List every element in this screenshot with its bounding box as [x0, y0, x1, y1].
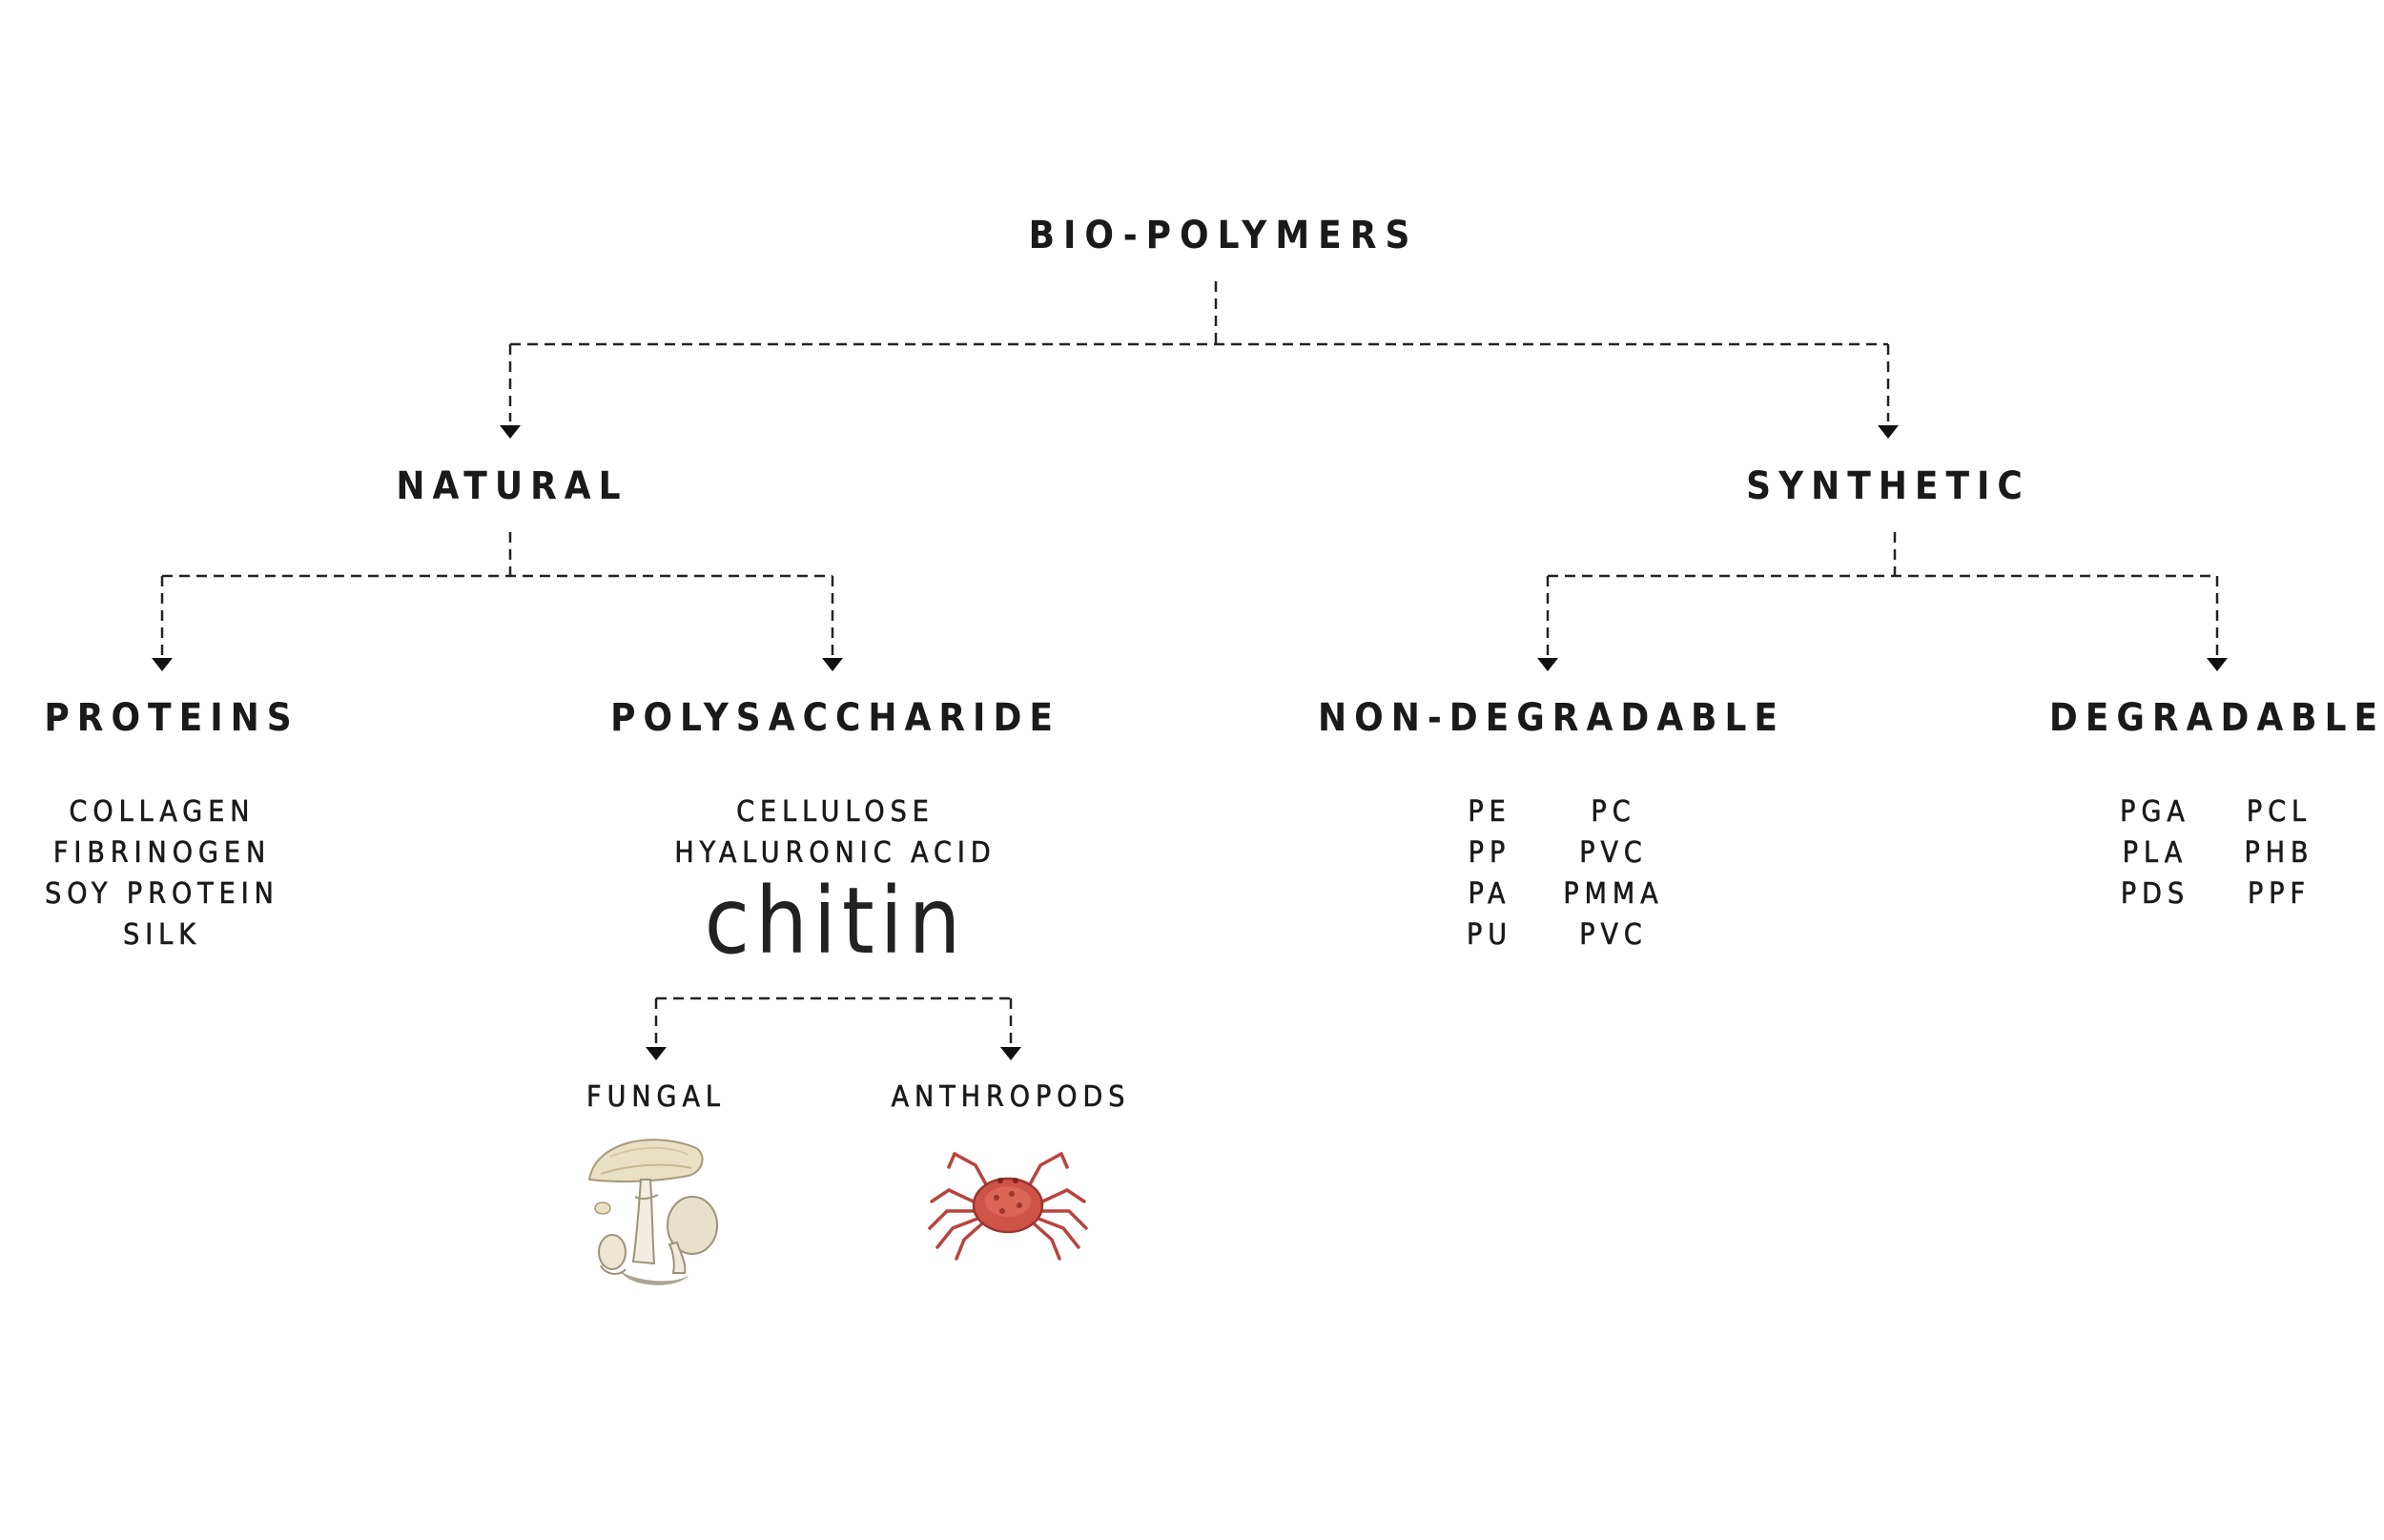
proteins-label: PROTEINS: [44, 696, 299, 740]
list-item: PHB: [2244, 836, 2314, 870]
list-item: PDS: [2120, 877, 2190, 911]
list-item: PGA: [2120, 795, 2190, 829]
list-item: PU: [1466, 918, 1513, 952]
list-item: PMMA: [1563, 877, 1664, 911]
list-item: PPF: [2247, 877, 2312, 911]
list-item: FIBRINOGEN: [52, 836, 272, 870]
non-degradable-label: NON-DEGRADABLE: [1317, 696, 1786, 740]
list-item: PC: [1591, 795, 1636, 829]
chitin-highlight: chitin: [704, 868, 967, 975]
natural-label: NATURAL: [396, 464, 628, 508]
arrow-fungal: [646, 1047, 667, 1060]
arrow-polysaccharide: [822, 658, 843, 671]
fungal-label: FUNGAL: [586, 1080, 726, 1114]
degradable-label: DEGRADABLE: [2048, 696, 2384, 740]
list-item: PE: [1468, 795, 1511, 829]
arrow-degradable: [2207, 658, 2228, 671]
list-item: PVC: [1579, 918, 1648, 952]
arrow-synthetic: [1878, 425, 1899, 439]
synthetic-label: SYNTHETIC: [1746, 464, 2030, 508]
list-item: PCL: [2246, 795, 2312, 829]
list-item: COLLAGEN: [69, 795, 256, 829]
list-item: PVC: [1579, 836, 1648, 870]
arrow-natural: [500, 425, 521, 439]
list-item: PA: [1468, 877, 1511, 911]
mushroom-icon: [587, 1139, 718, 1285]
root-label: BIO-POLYMERS: [1028, 214, 1419, 257]
polysaccharide-label: POLYSACCHARIDE: [610, 696, 1060, 740]
list-item: SOY PROTEIN: [45, 877, 279, 911]
list-item: PP: [1468, 836, 1511, 870]
list-item: HYALURONIC ACID: [674, 836, 997, 870]
arrow-anthropods: [1000, 1047, 1021, 1060]
crab-icon: [928, 1152, 1088, 1261]
anthropods-label: ANTHROPODS: [891, 1080, 1131, 1114]
list-item: PLA: [2122, 836, 2189, 870]
arrow-proteins: [152, 658, 173, 671]
list-item: CELLULOSE: [736, 795, 935, 829]
arrow-non-degradable: [1537, 658, 1558, 671]
list-item: SILK: [123, 918, 201, 952]
